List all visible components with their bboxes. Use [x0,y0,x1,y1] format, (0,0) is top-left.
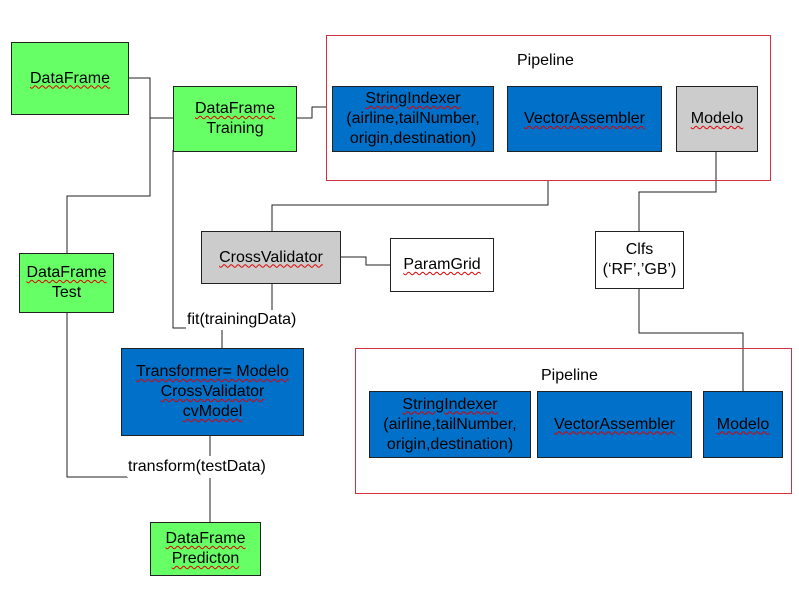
pipeline-top-modelo[interactable]: Modelo [676,86,758,152]
pipeline-bottom-vectorassembler[interactable]: VectorAssembler [537,391,692,458]
clfs-label-line1: Clfs [625,241,654,258]
transformer-line3: cvModel [182,403,243,420]
training-label-line1: DataFrame [194,100,276,117]
dataframe-label: DataFrame [29,69,111,87]
prediction-label-line1: DataFrame [165,530,246,547]
transformer-line2: CrossValidator [160,383,265,400]
clfs-node[interactable]: Clfs (‘RF’,’GB’) [595,231,684,289]
dataframe-test-node[interactable]: DataFrame Test [19,253,114,313]
pipeline-bottom-modelo[interactable]: Modelo [703,391,783,458]
pipeline-bottom-title: Pipeline [541,367,598,384]
pipeline-top-title: Pipeline [517,52,574,69]
pipeline-top-vectorassembler[interactable]: VectorAssembler [507,86,662,152]
prediction-label-line2: Predicton [171,550,240,567]
dataframe-prediction-node[interactable]: DataFrame Predicton [150,522,261,576]
crossvalidator-node[interactable]: CrossValidator [201,231,341,284]
pipeline-top-model-label: Modelo [690,110,744,127]
fit-training-label: fit(trainingData) [186,310,298,330]
test-label-line2: Test [51,284,82,301]
pipeline-top-indexer-line2: (airline,tailNumber, [346,110,480,127]
pipeline-bottom-stringindexer[interactable]: StringIndexer (airline,tailNumber, origi… [369,391,531,458]
paramgrid-node[interactable]: ParamGrid [390,238,494,292]
transform-test-text: transform(testData) [128,458,266,475]
pipeline-bottom-indexer-line1: StringIndexer [402,395,498,413]
paramgrid-label: ParamGrid [403,256,481,273]
test-label-line1: DataFrame [26,264,107,281]
training-label-line2: Training [206,120,264,137]
pipeline-top-indexer-line3: origin,destination) [349,130,477,147]
pipeline-bottom-indexer-line3: origin,destination) [386,435,514,453]
transformer-node[interactable]: Transformer= Modelo CrossValidator cvMod… [121,348,304,436]
fit-training-text: fit(trainingData) [187,311,297,328]
dataframe-node[interactable]: DataFrame [11,42,129,115]
pipeline-top-frame [326,35,771,181]
dataframe-training-node[interactable]: DataFrame Training [173,86,297,152]
pipeline-top-indexer-line1: StringIndexer [365,90,461,107]
transformer-line1: Transformer= Modelo [136,363,289,380]
clfs-label-line2: (‘RF’,’GB’) [602,261,677,278]
pipeline-bottom-assembler-label: VectorAssembler [554,415,675,433]
pipeline-bottom-model-label: Modelo [716,415,770,433]
crossvalidator-label: CrossValidator [219,248,323,266]
pipeline-bottom-indexer-line2: (airline,tailNumber, [383,415,517,433]
pipeline-top-assembler-label: VectorAssembler [524,110,645,127]
pipeline-bottom-frame [355,348,792,494]
pipeline-top-stringindexer[interactable]: StringIndexer (airline,tailNumber, origi… [332,86,494,152]
transform-test-label: transform(testData) [127,457,267,477]
